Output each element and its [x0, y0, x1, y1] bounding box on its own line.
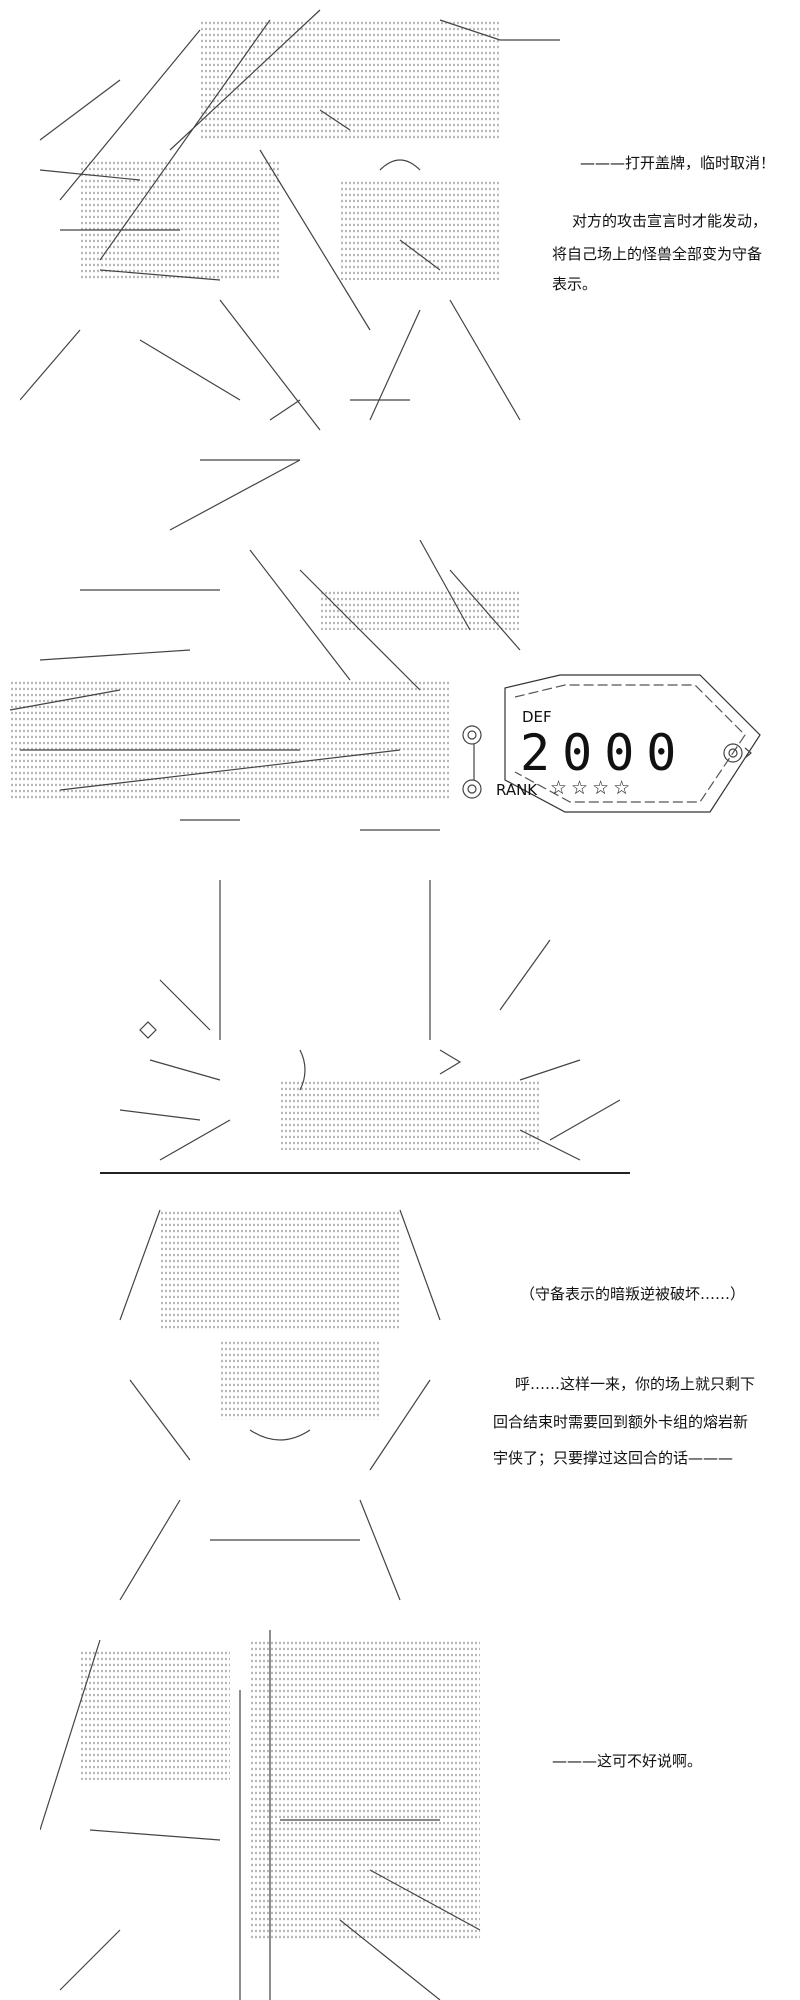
panel-1-line-4: 表示。: [552, 275, 598, 293]
panel-2-strokes: [9, 459, 761, 831]
panel-2-art: [0, 450, 800, 860]
panel-5-art: [40, 1630, 490, 2000]
panel-1-art: [20, 0, 560, 440]
panel-4-line-3: 宇侠了；只要撑过这回合的话———: [493, 1449, 734, 1467]
panel-3-strokes: [119, 880, 621, 1161]
panel-4-art: [100, 1200, 470, 1610]
panel-4-line-2: 回合结束时需要回到额外卡组的熔岩新: [493, 1413, 749, 1431]
panel-4-caption: （守备表示的暗叛逆被破坏……）: [520, 1285, 746, 1303]
panel-1-line-3: 将自己场上的怪兽全部变为守备: [552, 245, 763, 263]
panel-1-line-1: ———打开盖牌，临时取消！: [580, 154, 776, 172]
panel-4-line-1: 呼……这样一来，你的场上就只剩下: [515, 1375, 756, 1393]
def-label: DEF: [522, 708, 552, 726]
def-value: 2000: [520, 724, 689, 782]
panel-1-line-2: 对方的攻击宣言时才能发动，: [572, 212, 768, 230]
panel-3-ground-line: [100, 1172, 630, 1174]
panel-3-art: [100, 880, 640, 1175]
rank-label: RANK: [496, 781, 538, 799]
panel-5-strokes: [40, 1630, 481, 2000]
panel-5-line: ———这可不好说啊。: [552, 1752, 703, 1770]
panel-1-strokes: [20, 9, 560, 431]
panel-4-strokes: [119, 1209, 441, 1601]
rank-stars: ☆☆☆☆: [550, 777, 635, 799]
